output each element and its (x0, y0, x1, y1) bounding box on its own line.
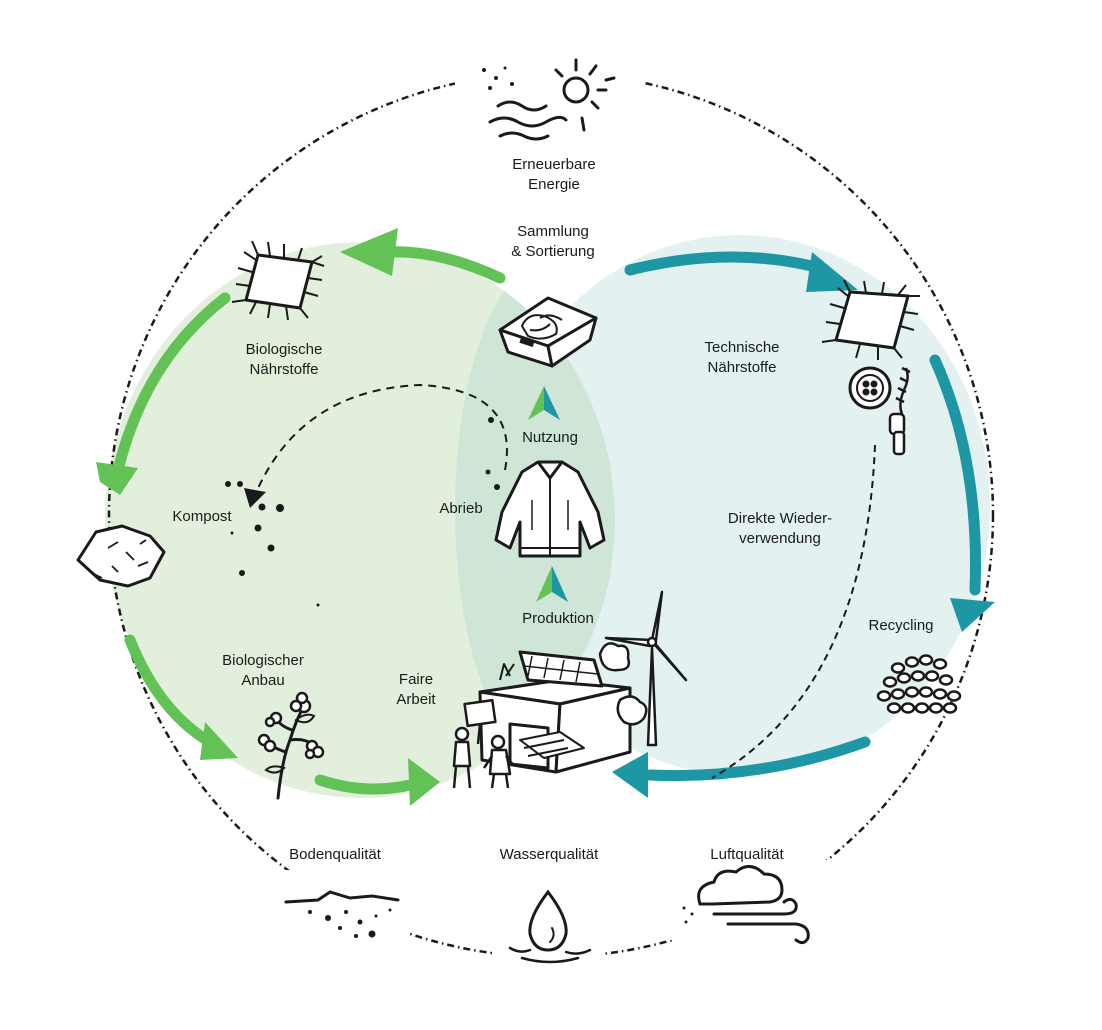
label-collection-sorting: Sammlung & Sortierung (511, 223, 595, 260)
sun-icon (488, 58, 616, 141)
label-direct-reuse: Direkte Wieder- verwendung (727, 510, 833, 547)
sorting-box-icon (498, 296, 598, 368)
wind-dots (682, 906, 694, 924)
technical-fabric-icon (821, 279, 920, 360)
label-soil-quality: Bodenqualität (289, 846, 381, 863)
tech-arrowhead-bottom (612, 752, 648, 798)
cloud-wind-icon (697, 865, 810, 945)
sun-dots (482, 66, 514, 90)
granulate-icon (876, 654, 962, 714)
tech-arrowhead-right (950, 598, 995, 632)
biological-fabric-icon (231, 240, 325, 321)
workers-icon (452, 698, 515, 789)
direct-reuse-path (711, 444, 876, 779)
label-production: Produktion (522, 610, 594, 627)
bio-arrowhead-top (340, 228, 398, 276)
soil-fragment-icon (76, 524, 166, 588)
label-fair-work: Faire Arbeit (396, 671, 436, 708)
label-use: Nutzung (522, 429, 578, 446)
label-recycling: Recycling (868, 617, 934, 634)
wind-turbine-icon (604, 590, 688, 747)
technical-cycle-arrows (624, 251, 981, 782)
abrasion-compost-path (254, 383, 508, 496)
soil-icon (284, 890, 400, 904)
label-technical-nutrients: Technische Nährstoffe (704, 339, 780, 376)
label-organic-farming: Biologischer Anbau (222, 652, 304, 689)
button-icon (848, 366, 892, 410)
bio-arrowhead-bottom (408, 758, 440, 806)
up-arrow-use (528, 386, 560, 420)
jacket-icon (494, 460, 606, 558)
label-compost: Kompost (172, 508, 232, 525)
bio-arrowhead-bottom-left (200, 722, 238, 760)
abrasion-particles (485, 417, 500, 490)
compost-arrowhead (244, 488, 266, 508)
label-air-quality: Luftqualität (710, 846, 784, 863)
cotton-plant-icon (257, 691, 325, 800)
bio-arrowhead-left (96, 462, 138, 495)
up-arrow-production (536, 566, 568, 602)
label-abrasion: Abrieb (439, 500, 483, 517)
soil-particles (308, 908, 392, 938)
label-biological-nutrients: Biologische Nährstoffe (245, 341, 323, 378)
water-drop-icon (508, 889, 592, 964)
label-water-quality: Wasserqualität (499, 846, 599, 863)
compost-particles (225, 481, 320, 607)
label-renewable-energy: Erneuerbare Energie (512, 156, 596, 193)
zipper-icon (888, 366, 911, 456)
